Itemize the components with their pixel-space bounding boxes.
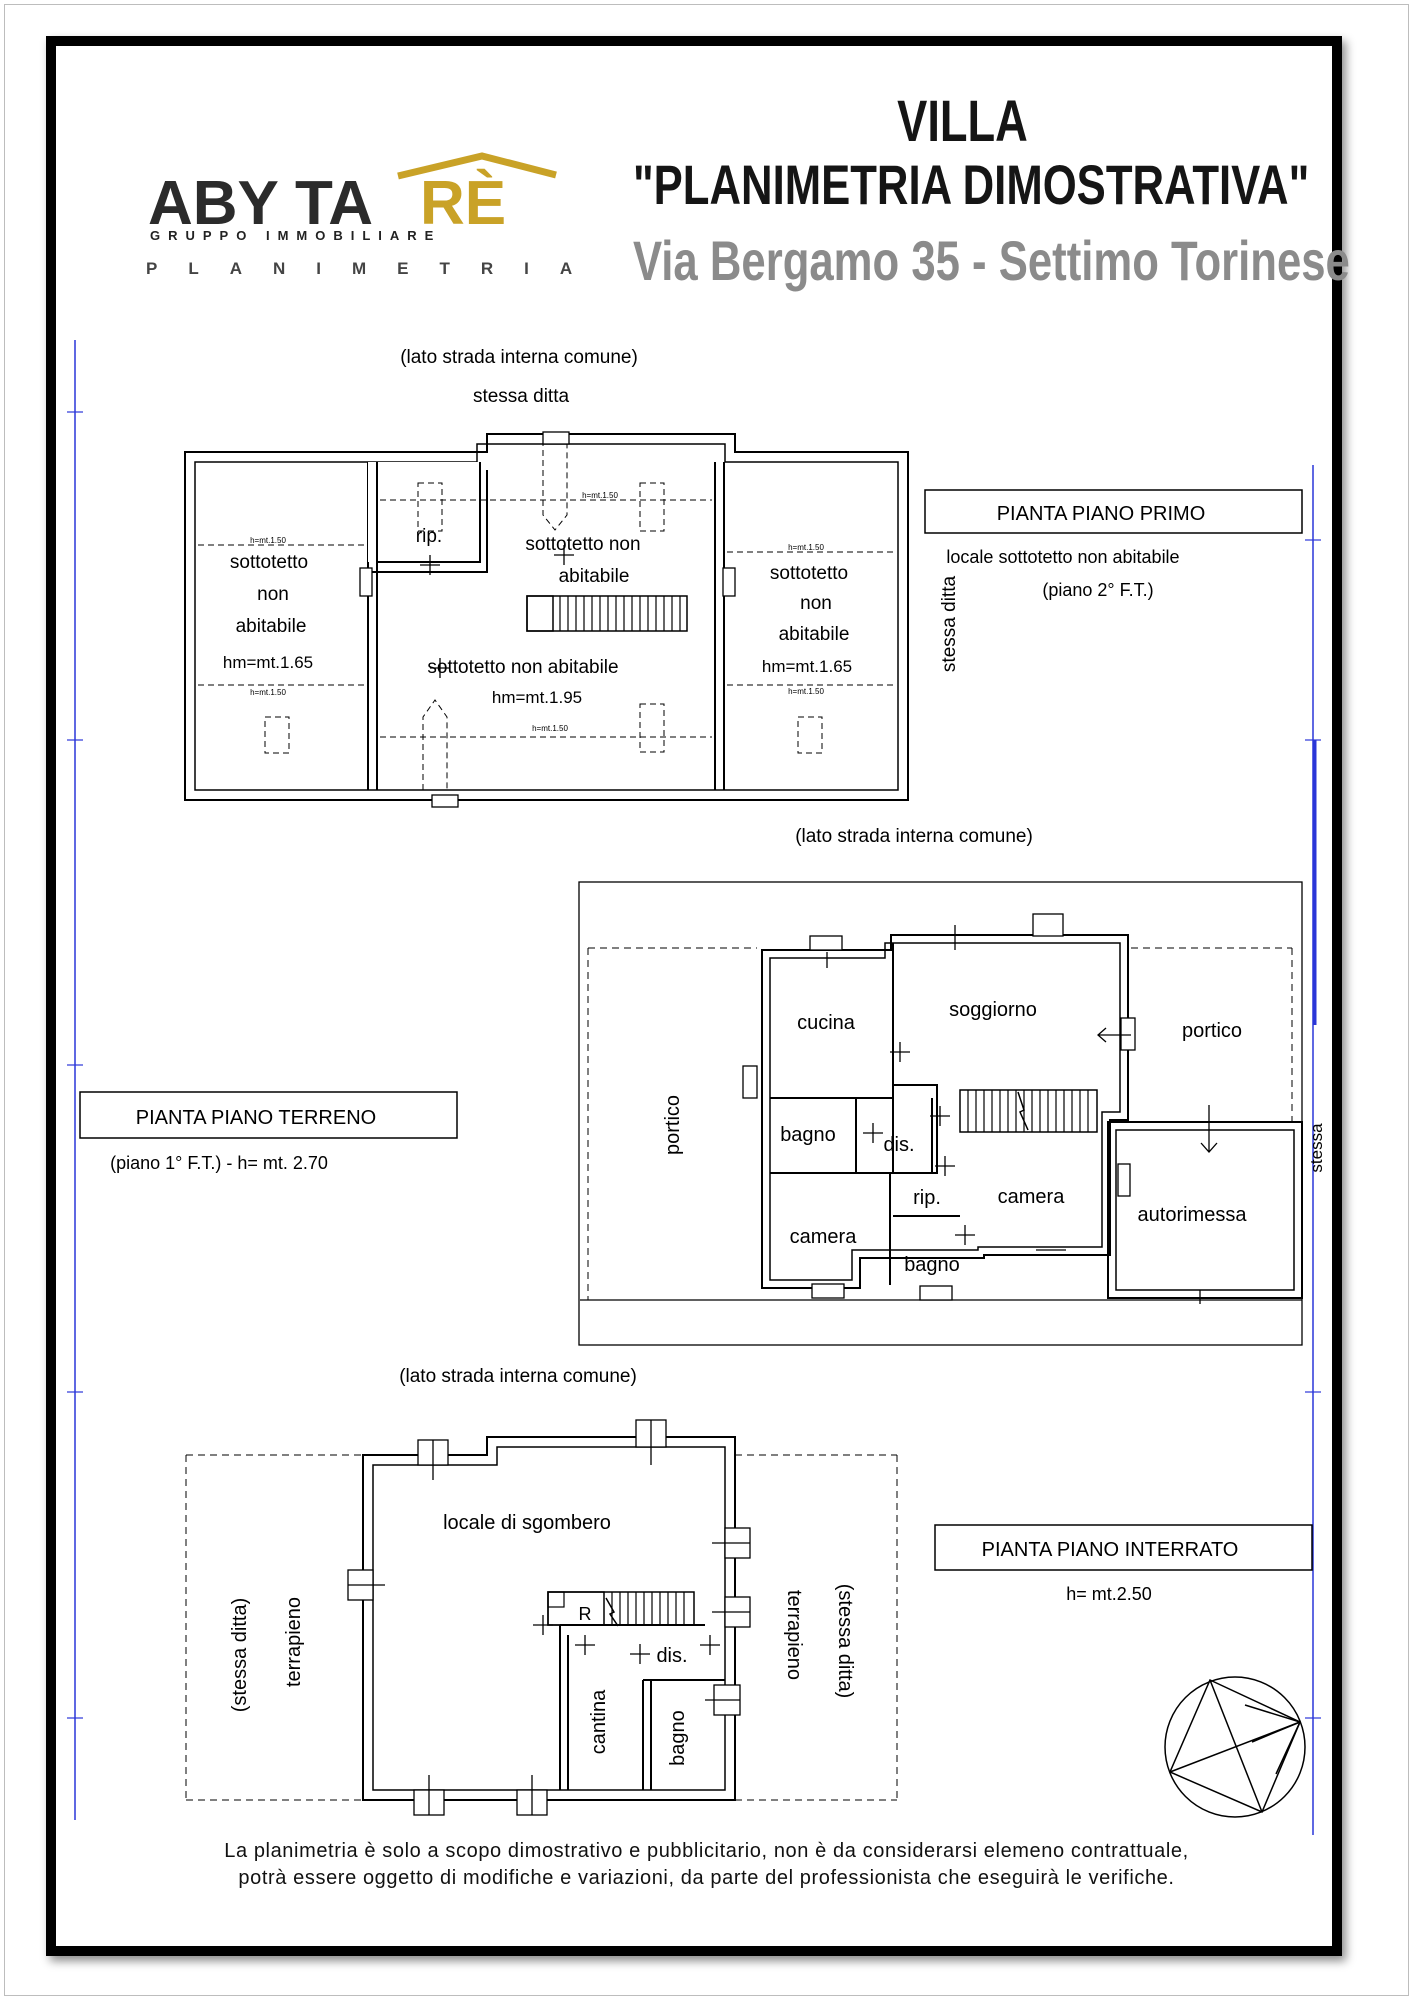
logo-tagline: PLANIMETRIA xyxy=(146,259,604,278)
page-outline xyxy=(4,4,1409,1996)
ground-floor-openings xyxy=(742,913,1218,1304)
label-box xyxy=(79,1091,458,1139)
label-box xyxy=(924,489,1303,534)
room-label: bagno xyxy=(904,1254,960,1276)
height-note: h=mt.1.50 xyxy=(532,724,568,733)
room-label: sottotetto xyxy=(230,552,308,573)
room-label: portico xyxy=(1182,1020,1242,1042)
basement-side-label: (stessa ditta) xyxy=(834,1584,856,1698)
logo-subtitle: GRUPPO IMMOBILIARE xyxy=(150,228,442,243)
page-frame xyxy=(46,36,1342,1956)
disclaimer: La planimetria è solo a scopo dimostrati… xyxy=(90,1838,1323,1892)
room-height: hm=mt.1.65 xyxy=(762,657,852,676)
height-note: h=mt.1.50 xyxy=(250,536,286,545)
height-note: h=mt.1.50 xyxy=(250,688,286,697)
first-floor-top-note: (lato strada interna comune) xyxy=(400,347,638,368)
title-villa: VILLA xyxy=(897,89,1028,154)
room-label: cucina xyxy=(797,1012,856,1034)
room-label: autorimessa xyxy=(1138,1204,1248,1226)
room-label: sottotetto non xyxy=(525,534,640,555)
height-note: h=mt.1.50 xyxy=(582,491,618,500)
first-floor-level: (piano 2° F.T.) xyxy=(1042,580,1153,600)
basement-stairs xyxy=(605,1592,685,1627)
first-floor-labels: (lato strada interna comune) stessa ditt… xyxy=(223,347,960,733)
room-label: rip. xyxy=(913,1187,941,1209)
disclaimer-line: potrà essere oggetto di modifiche e vari… xyxy=(238,1867,1175,1889)
room-label: sottotetto non abitabile xyxy=(427,657,618,678)
ground-floor-label: PIANTA PIANO TERRENO xyxy=(136,1107,376,1129)
height-note: h=mt.1.50 xyxy=(788,687,824,696)
basement-note: h= mt.2.50 xyxy=(1066,1584,1152,1604)
room-label-rip: rip. xyxy=(416,526,442,547)
room-label: camera xyxy=(998,1186,1066,1208)
room-label: camera xyxy=(790,1226,858,1248)
room-label: non xyxy=(800,593,832,614)
first-floor-side-note: stessa ditta xyxy=(939,576,960,673)
ground-floor-top-note: (lato strada interna comune) xyxy=(795,826,1033,847)
basement-side-label: terrapieno xyxy=(783,1590,805,1680)
title-address: Via Bergamo 35 - Settimo Torinese xyxy=(632,229,1350,292)
room-label: bagno xyxy=(780,1124,836,1146)
room-label: non xyxy=(257,584,289,605)
room-label: sottotetto xyxy=(770,563,848,584)
room-height: hm=mt.1.65 xyxy=(223,653,313,672)
basement-label: PIANTA PIANO INTERRATO xyxy=(982,1539,1239,1561)
label-box xyxy=(934,1524,1313,1571)
basement-side-label: terrapieno xyxy=(283,1597,305,1687)
first-floor-plan xyxy=(184,431,909,808)
basement-side-label: (stessa ditta) xyxy=(229,1598,251,1712)
basement-top-note: (lato strada interna comune) xyxy=(399,1366,637,1387)
first-floor-note: locale sottotetto non abitabile xyxy=(946,547,1179,567)
room-label: cantina xyxy=(588,1689,610,1754)
first-floor-label: PIANTA PIANO PRIMO xyxy=(997,503,1206,525)
room-label: bagno xyxy=(667,1710,689,1766)
room-label: abitabile xyxy=(236,616,307,637)
basement-labels: (lato strada interna comune) locale di s… xyxy=(229,1366,856,1766)
room-label: soggiorno xyxy=(949,999,1037,1021)
ground-floor-legend: PIANTA PIANO TERRENO (piano 1° F.T.) - h… xyxy=(79,1091,458,1173)
ground-floor-side-note: stessa xyxy=(1307,1123,1326,1173)
ground-floor-labels: (lato strada interna comune) cucina sogg… xyxy=(662,826,1326,1276)
first-floor-top-owner: stessa ditta xyxy=(473,386,570,407)
room-label: portico xyxy=(662,1095,684,1155)
room-label: dis. xyxy=(883,1134,914,1156)
height-note: h=mt.1.50 xyxy=(788,543,824,552)
room-label: abitabile xyxy=(779,624,850,645)
ground-floor-plan xyxy=(578,881,1303,1346)
disclaimer-line: La planimetria è solo a scopo dimostrati… xyxy=(224,1840,1189,1862)
room-label: locale di sgombero xyxy=(443,1512,611,1534)
basement-legend: PIANTA PIANO INTERRATO h= mt.2.50 xyxy=(934,1524,1313,1604)
title-planimetria: "PLANIMETRIA DIMOSTRATIVA" xyxy=(632,153,1310,216)
first-floor-openings xyxy=(359,431,736,808)
room-label: R xyxy=(579,1604,592,1624)
ground-floor-note: (piano 1° F.T.) - h= mt. 2.70 xyxy=(110,1153,328,1173)
first-floor-stairs xyxy=(559,596,681,631)
room-height: hm=mt.1.95 xyxy=(492,688,582,707)
room-label: dis. xyxy=(656,1645,687,1667)
compass-icon xyxy=(1164,1676,1306,1818)
basement-openings xyxy=(347,1419,751,1816)
first-floor-legend: PIANTA PIANO PRIMO locale sottotetto non… xyxy=(924,489,1303,600)
ground-floor-stairs xyxy=(967,1090,1089,1132)
basement-plan xyxy=(185,1419,898,1816)
guide-lines xyxy=(67,340,1321,1835)
room-label: abitabile xyxy=(559,566,630,587)
